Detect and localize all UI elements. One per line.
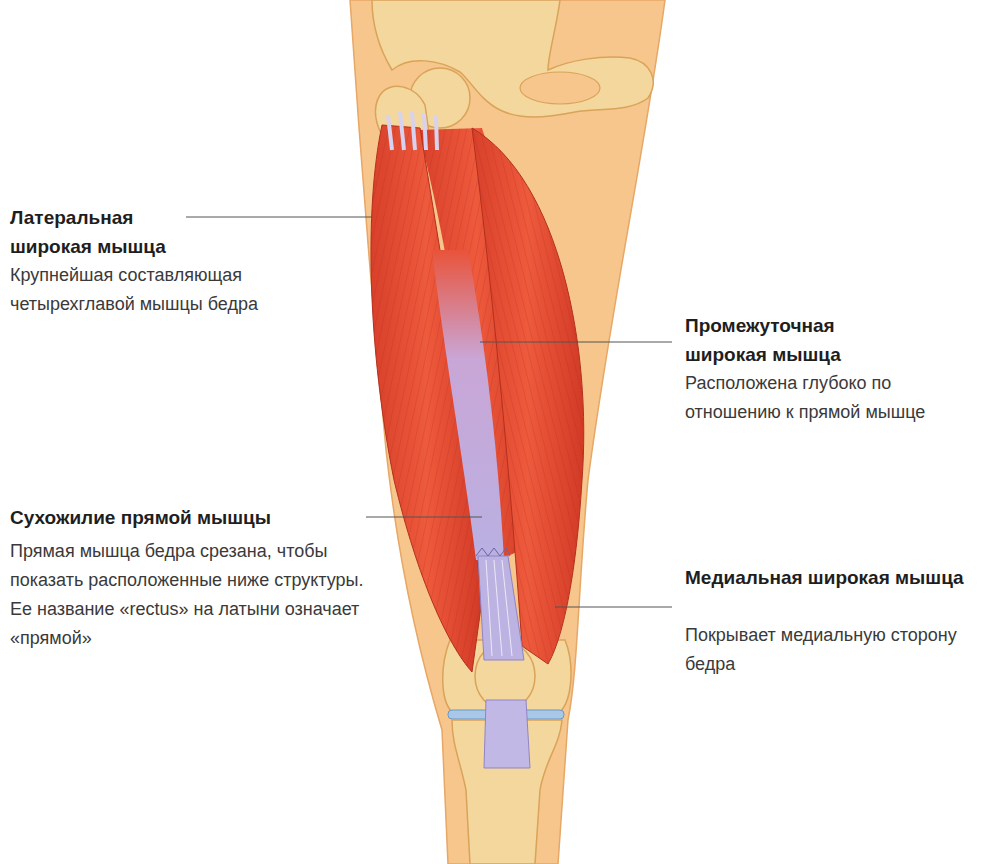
muscle-name: Сухожилие прямой мышцы [10,503,370,532]
muscle-note: Расположена глубоко по отношению к прямо… [685,369,965,427]
muscle-note: Прямая мышца бедра срезана, чтобы показа… [10,537,380,653]
tendon-cut [476,548,510,556]
muscle-note: Крупнейшая составляющая четырехглавой мы… [10,261,290,319]
tendon-fibers [486,560,512,656]
aponeurosis [432,250,504,560]
rectus-tendon [478,556,524,660]
muscle-note: Покрывает медиальную сторону бедра [685,621,985,679]
muscle-name: Латеральная широкая мышца [10,203,210,261]
leg-skin [350,0,665,864]
muscle-name: Промежуточная широкая мышца [685,311,905,369]
muscle-name: Медиальная широкая мышца [685,563,985,592]
origin-tendons [388,112,437,150]
patellar-ligament [484,700,530,768]
pelvis-opening [520,72,600,104]
